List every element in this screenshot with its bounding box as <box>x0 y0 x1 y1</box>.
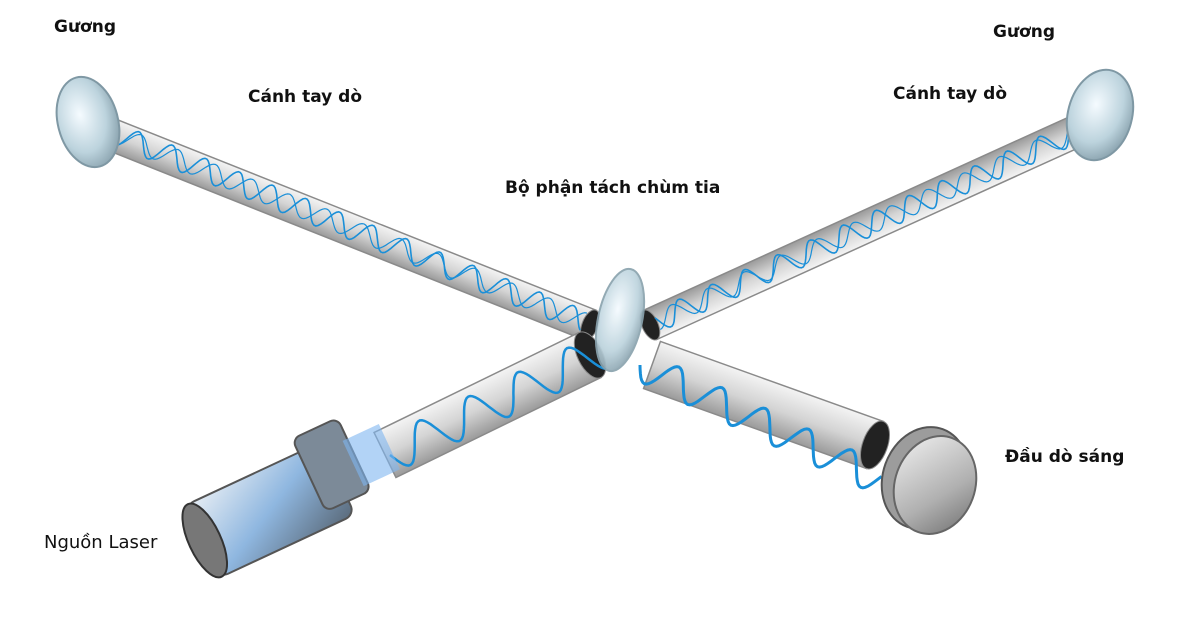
wave-left-arm <box>109 130 581 331</box>
beam-splitter <box>594 267 646 373</box>
mirror-left-label: Gương <box>54 17 117 37</box>
beam-splitter-label: Bộ phận tách chùm tia <box>505 178 721 198</box>
mirror-right-label: Gương <box>993 22 1056 42</box>
detector-tube <box>642 340 890 470</box>
photodetector-label: Đầu dò sáng <box>1005 447 1125 467</box>
mirror-right <box>1065 68 1135 162</box>
arm-left-label: Cánh tay dò <box>248 87 362 107</box>
laser-source-label: Nguồn Laser <box>44 532 158 553</box>
arm-right-label: Cánh tay dò <box>893 84 1007 104</box>
wave-right-arm-2 <box>659 122 1086 330</box>
wave-left-arm-2 <box>109 131 588 324</box>
tubes <box>93 109 1098 479</box>
wave-detector <box>638 364 883 490</box>
wave-right-arm <box>654 120 1086 328</box>
laser-source <box>181 419 400 579</box>
light-waves <box>109 120 1086 490</box>
photodetector <box>880 426 978 535</box>
wave-laser <box>389 346 607 467</box>
mirror-left <box>55 75 121 169</box>
arm-left-tube <box>93 114 600 341</box>
